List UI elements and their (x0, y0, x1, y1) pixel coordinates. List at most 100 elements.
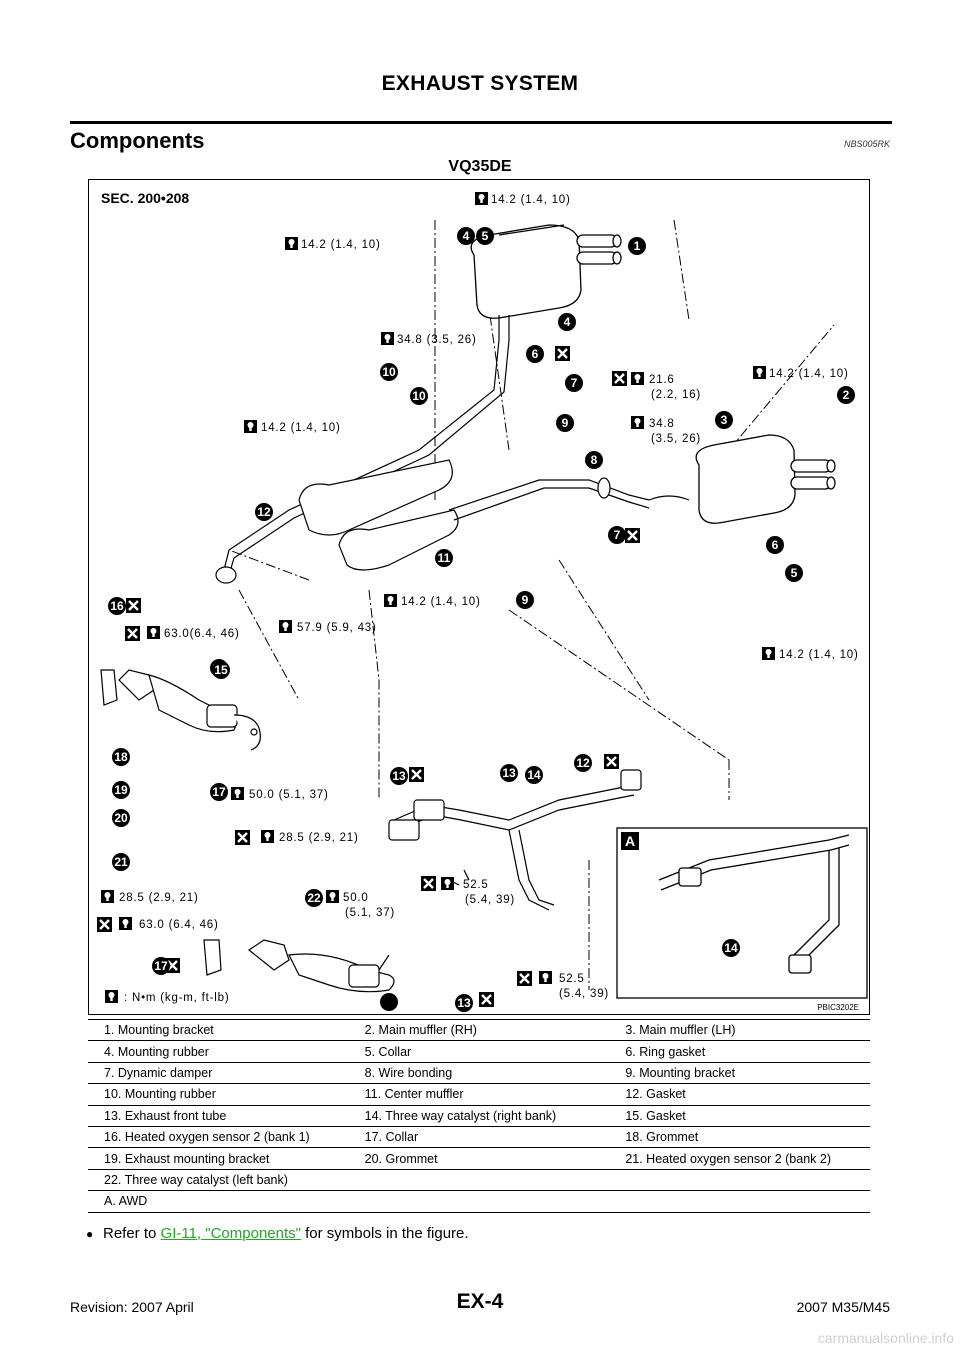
callout-number: 6 (532, 347, 539, 361)
callout-bubble (112, 809, 130, 827)
parts-cell (348, 1168, 610, 1192)
parts-row: 16. Heated oxygen sensor 2 (bank 1)17. C… (88, 1125, 870, 1149)
legend-label: : N•m (kg-m, ft-lb) (124, 992, 229, 1004)
callout-bubble (556, 414, 574, 432)
parts-cell: 6. Ring gasket (609, 1040, 870, 1063)
parts-cell: 12. Gasket (609, 1083, 870, 1106)
torque-label: (3.5, 26) (651, 433, 701, 445)
callout-bubble (722, 939, 740, 957)
callout-number: 1 (634, 239, 641, 253)
callout-bubble (837, 386, 855, 404)
parts-cell: A. AWD (88, 1190, 349, 1213)
callout-number: 19 (114, 783, 128, 797)
callout-number: 11 (438, 551, 451, 565)
callout-number: 17 (154, 959, 168, 973)
awd-marker: A (621, 832, 639, 850)
note-prefix: Refer to (103, 1225, 161, 1242)
callout-bubble (526, 345, 544, 363)
torque-label: 14.2 (1.4, 10) (769, 368, 849, 380)
torque-label: (5.4, 39) (465, 894, 515, 906)
torque-label: (5.4, 39) (559, 988, 609, 1000)
parts-row: A. AWD (88, 1190, 870, 1213)
torque-label: 34.8 (649, 418, 675, 430)
parts-cell: 18. Grommet (609, 1125, 870, 1149)
callout-number: 9 (522, 593, 529, 607)
torque-label: 28.5 (2.9, 21) (279, 832, 359, 844)
parts-row: 22. Three way catalyst (left bank) (88, 1168, 870, 1192)
callout-number: 7 (614, 528, 621, 542)
callout-number: 9 (562, 416, 569, 430)
torque-label: 50.0 (5.1, 37) (249, 789, 329, 801)
callout-number: 4 (463, 229, 470, 243)
callout-number: 13 (392, 769, 406, 783)
torque-label: 63.0(6.4, 46) (164, 628, 240, 640)
parts-cell: 9. Mounting bracket (609, 1061, 870, 1085)
callout-number: 10 (412, 389, 426, 403)
callout-number: 21 (114, 855, 128, 869)
torque-label: 52.5 (559, 973, 585, 985)
callout-number: 14 (724, 941, 738, 955)
parts-cell: 13. Exhaust front tube (88, 1104, 349, 1127)
torque-labels: 14.2 (1.4, 10) 14.2 (1.4, 10) 34.8 (3.5,… (95, 192, 858, 1004)
parts-cell: 20. Grommet (348, 1147, 610, 1170)
callout-bubble (608, 526, 626, 544)
callout-bubble (525, 766, 543, 784)
parts-cell: 19. Exhaust mounting bracket (88, 1147, 349, 1170)
callout-number: 20 (114, 811, 128, 825)
parts-cell: 7. Dynamic damper (88, 1061, 349, 1085)
parts-cell (609, 1168, 870, 1192)
callout-number: 4 (564, 315, 571, 329)
torque-label: 50.0 (343, 892, 369, 904)
callout-bubble (112, 853, 130, 871)
callout-number: 6 (772, 538, 779, 552)
parts-cell: 8. Wire bonding (348, 1061, 610, 1085)
callout-bubble (152, 957, 170, 975)
callout-number: 8 (591, 453, 598, 467)
header-rule (70, 121, 892, 124)
callout-bubble (435, 549, 453, 567)
callout-number: 13 (457, 996, 471, 1010)
callout-bubble (574, 754, 592, 772)
exhaust-diagram: SEC. 200•208 (88, 179, 870, 1015)
parts-cell: 5. Collar (348, 1040, 610, 1063)
callout-bubble (715, 411, 733, 429)
callout-bubble (455, 994, 473, 1012)
torque-label: (2.2, 16) (651, 389, 701, 401)
torque-label: 14.2 (1.4, 10) (401, 596, 481, 608)
callout-bubble (476, 227, 494, 245)
callout-number: 5 (482, 229, 489, 243)
parts-cell: 11. Center muffler (348, 1083, 610, 1106)
torque-label: 14.2 (1.4, 10) (261, 422, 341, 434)
callout-bubble (380, 363, 398, 381)
callout-bubble (516, 591, 534, 609)
parts-cell: 17. Collar (348, 1125, 610, 1149)
figure-title: VQ35DE (448, 158, 512, 175)
figure-id: PBIC3202E (817, 1003, 859, 1012)
torque-label: 57.9 (5.9, 43) (297, 622, 377, 634)
page-header-title: EXHAUST SYSTEM (381, 72, 579, 95)
parts-cell: 2. Main muffler (RH) (348, 1018, 610, 1042)
callout-bubble (380, 993, 398, 1011)
callout-number: 14 (527, 768, 541, 782)
components-link[interactable]: GI-11, "Components" (160, 1225, 301, 1242)
callout-number: 3 (721, 413, 728, 427)
callout-bubble (112, 781, 130, 799)
parts-cell: 10. Mounting rubber (88, 1083, 349, 1106)
callout-bubble (565, 374, 583, 392)
torque-label: 34.8 (3.5, 26) (397, 334, 477, 346)
parts-cell: 4. Mounting rubber (88, 1040, 349, 1063)
parts-cell: 14. Three way catalyst (right bank) (348, 1104, 610, 1127)
callout-bubble (390, 767, 408, 785)
callout-bubble (785, 564, 803, 582)
awd-inset (616, 827, 868, 999)
footer-model: 2007 M35/M45 (796, 1299, 890, 1315)
callout-number: 16 (110, 599, 124, 613)
callout-number: 7 (571, 376, 578, 390)
parts-cell: 22. Three way catalyst (left bank) (88, 1168, 349, 1192)
callout-number: 22 (307, 891, 321, 905)
